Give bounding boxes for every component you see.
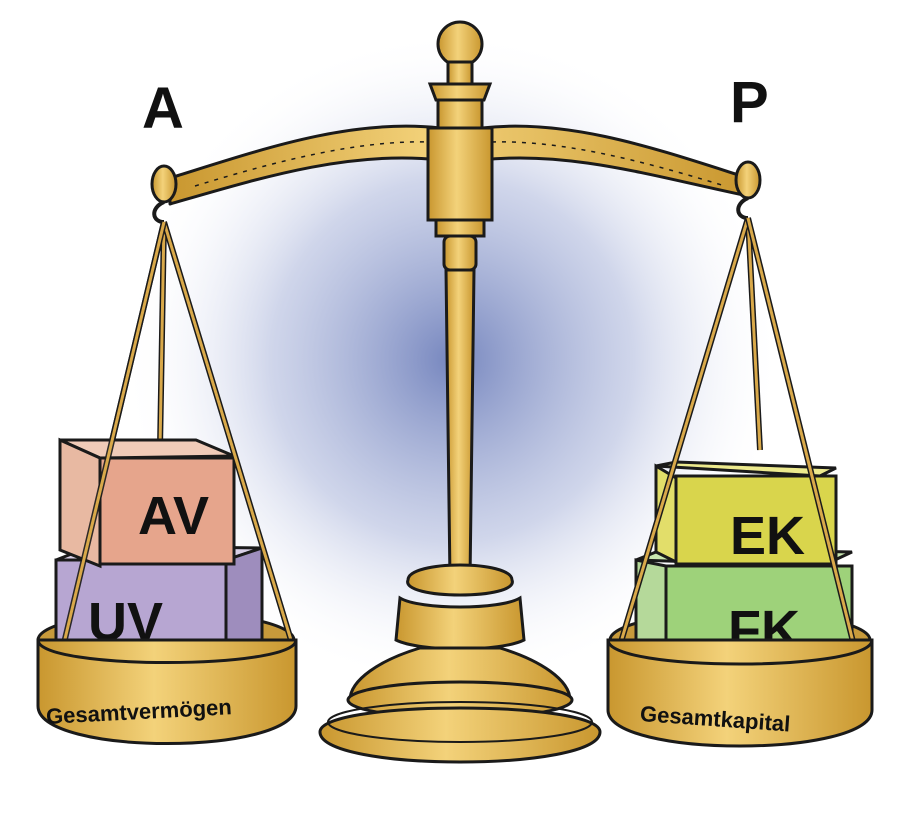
ek-block: EK (654, 460, 838, 566)
scale-pillar (318, 20, 602, 764)
left-beam-end (150, 164, 178, 224)
liabilities-side-letter: P (730, 70, 769, 135)
av-label: AV (138, 486, 209, 546)
right-pan: FK EK Gesamtkapital (606, 217, 874, 748)
ek-label: EK (730, 506, 805, 566)
right-beam-end (734, 160, 762, 220)
assets-side-letter: A (142, 76, 184, 141)
left-pan: UV AV Gesamtvermögen (36, 221, 298, 745)
